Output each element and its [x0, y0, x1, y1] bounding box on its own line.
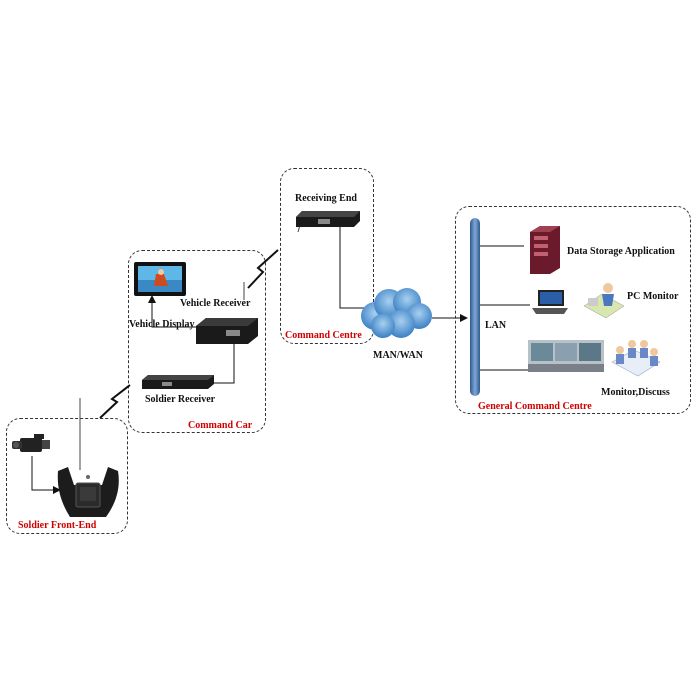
general-command-centre-box: [455, 206, 691, 414]
label-soldier-receiver: Soldier Receiver: [145, 394, 216, 405]
vehicle-receiver-icon: [196, 318, 258, 344]
pc-monitor-operator-icon: [583, 283, 625, 319]
receiving-end-to-cloud: [339, 226, 372, 309]
wireless-link-car: [247, 249, 279, 289]
camera-icon: [12, 434, 50, 452]
group-label-soldier-front-end: Soldier Front-End: [18, 520, 97, 531]
group-label-general-command-centre: General Command Centre: [478, 401, 592, 412]
group-label-command-car: Command Car: [188, 420, 253, 431]
group-label-command-centre: Command Centre: [285, 330, 362, 341]
label-monitor-discuss: Monitor,Discuss: [601, 387, 670, 398]
label-receiving-end: Receiving End: [295, 193, 357, 204]
label-vehicle-receiver: Vehicle Receiver: [180, 298, 251, 309]
soldier-receiver-icon: [142, 375, 214, 389]
label-lan: LAN: [485, 320, 507, 331]
receiving-end-icon: [296, 211, 360, 227]
vehicle-display-icon: [134, 262, 186, 296]
label-data-storage: Data Storage Application: [567, 246, 675, 257]
soldier-to-vehicle-line: [212, 344, 235, 384]
soldier-vest-icon: [57, 467, 119, 517]
command-car-box: [128, 250, 266, 433]
soldier-front-end-box: [6, 418, 128, 534]
label-vehicle-display: Vehicle Display: [129, 319, 195, 330]
video-wall-icon: [528, 340, 604, 372]
storage-server-icon: [530, 226, 560, 274]
man-wan-cloud-icon: [361, 288, 432, 338]
receiver-to-display-arrow: [148, 295, 200, 328]
label-man-wan: MAN/WAN: [373, 350, 423, 361]
camera-to-vest-arrow: [31, 456, 61, 494]
meeting-room-icon: [611, 340, 661, 377]
lan-bus-bar: [470, 218, 480, 396]
wireless-link-soldier: [99, 384, 131, 419]
laptop-icon: [532, 290, 568, 314]
command-centre-box: [280, 168, 374, 344]
label-pc-monitor: PC Monitor: [627, 291, 679, 302]
